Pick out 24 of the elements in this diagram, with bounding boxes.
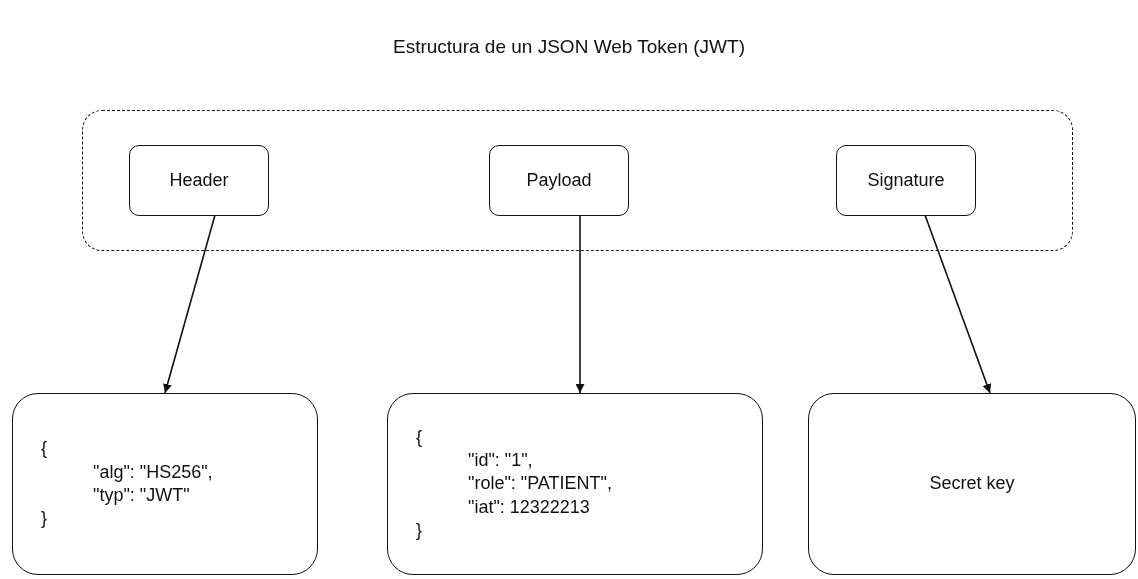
diagram-title: Estructura de un JSON Web Token (JWT) [392, 36, 746, 58]
code-line: "iat": 12322213 [467, 495, 590, 519]
code-box [387, 393, 763, 575]
box-label: Signature [867, 168, 945, 192]
code-line: } [41, 507, 47, 531]
process-box [489, 145, 629, 216]
box-label: Payload [526, 168, 592, 192]
code-line: "alg": "HS256", [92, 460, 213, 484]
code-line: { [41, 437, 47, 461]
box-label: Secret key [929, 472, 1015, 496]
arrow [575, 214, 585, 394]
arrow [924, 214, 992, 394]
process-box [836, 145, 976, 216]
process-box [808, 393, 1136, 575]
code-line: } [416, 519, 422, 543]
arrow [163, 214, 216, 394]
code-line: { [416, 425, 422, 449]
code-line: "id": "1", [467, 448, 533, 472]
code-line: "typ": "JWT" [92, 484, 190, 507]
code-box [12, 393, 318, 575]
box-label: Header [169, 168, 229, 192]
group-frame [82, 110, 1073, 251]
process-box [129, 145, 269, 216]
code-line: "role": "PATIENT", [467, 472, 612, 496]
